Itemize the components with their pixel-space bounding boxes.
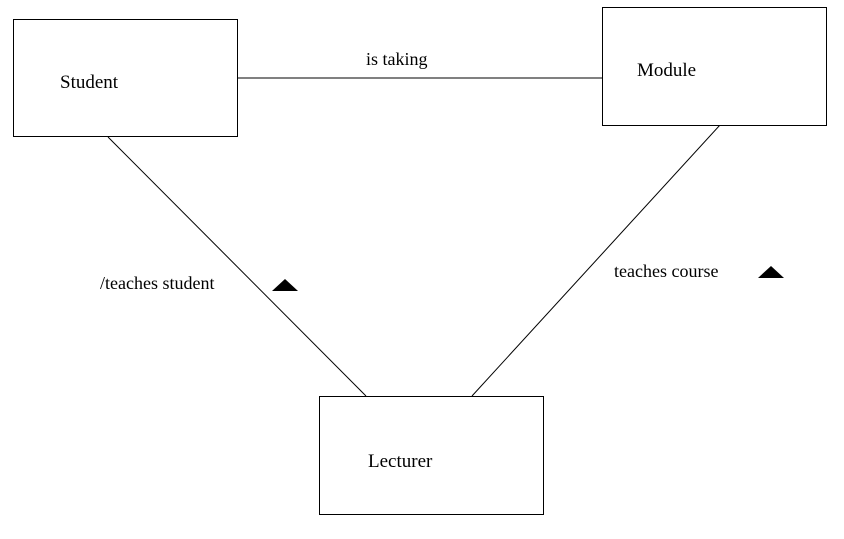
- teaches-student-label: /teaches student: [100, 273, 215, 293]
- module-class-label: Module: [637, 60, 697, 81]
- teaches-course-direction-icon: [758, 266, 784, 278]
- edge-module-lecturer: [471, 124, 721, 397]
- module-class-box[interactable]: [602, 7, 827, 126]
- lecturer-class-label: Lecturer: [368, 451, 433, 472]
- student-class-box[interactable]: [13, 19, 238, 137]
- is-taking-label: is taking: [366, 49, 428, 69]
- teaches-student-direction-icon: [272, 279, 298, 291]
- lecturer-class-box[interactable]: [319, 396, 544, 515]
- student-class-label: Student: [60, 72, 119, 93]
- teaches-course-label: teaches course: [614, 261, 719, 281]
- edge-student-lecturer: [107, 136, 367, 397]
